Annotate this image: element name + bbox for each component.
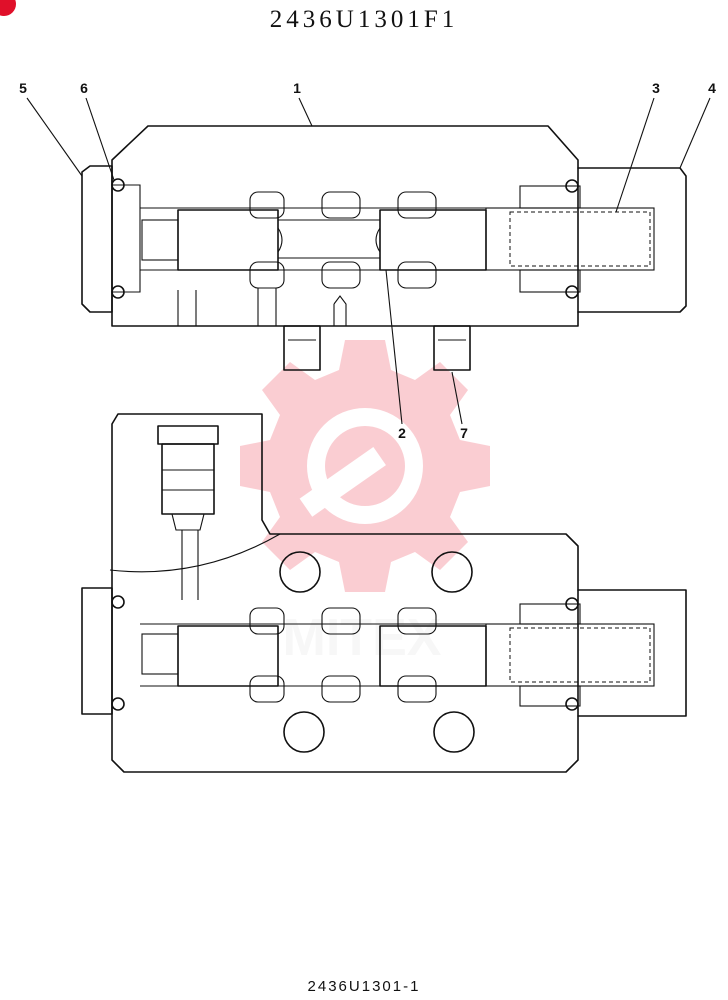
diagram-title: 2436U1301F1 [269, 6, 459, 33]
callout-5: 5 [19, 80, 83, 177]
svg-text:4: 4 [708, 80, 716, 96]
callout-1: 1 [293, 80, 313, 127]
svg-text:2: 2 [398, 425, 406, 441]
drawing-code: 2436U1301-1 [307, 978, 421, 995]
svg-text:1: 1 [293, 80, 301, 96]
svg-text:7: 7 [460, 425, 468, 441]
callout-7: 7 [451, 371, 468, 441]
callout-3: 3 [615, 80, 660, 213]
watermark-logo: MITEX [240, 340, 490, 667]
lower-section-view [81, 413, 687, 773]
svg-text:3: 3 [652, 80, 660, 96]
callout-2: 2 [385, 269, 406, 441]
gear-icon [240, 340, 490, 592]
callout-6: 6 [80, 80, 115, 181]
upper-section-view [81, 125, 687, 371]
callout-4: 4 [679, 80, 716, 169]
watermark-text: MITEX [283, 609, 442, 667]
corner-mark [0, 0, 16, 16]
svg-text:6: 6 [80, 80, 88, 96]
wrench-icon [299, 447, 386, 517]
svg-text:5: 5 [19, 80, 27, 96]
